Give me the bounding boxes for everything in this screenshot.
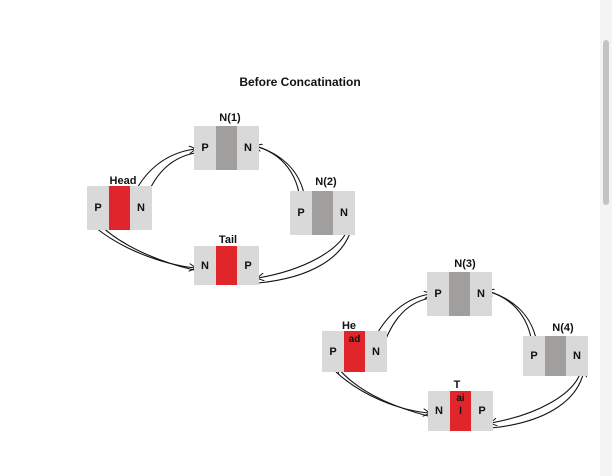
prev-pointer-cell: P <box>471 391 493 431</box>
next-pointer-cell: N <box>237 126 259 170</box>
scrollbar-thumb[interactable] <box>603 40 609 205</box>
node-data-cell: ai l <box>450 391 471 431</box>
tail2-label-mid-1: ai <box>456 393 465 404</box>
node-n1: P N <box>194 126 259 170</box>
next-pointer-cell: N <box>130 186 152 230</box>
arrow-tail2-to-head2 <box>338 368 429 417</box>
tail2-label-top: T <box>453 379 461 391</box>
node-data-cell <box>449 272 470 316</box>
node-data-cell: ad <box>344 331 365 372</box>
node-n1-label: N(1) <box>219 112 241 124</box>
tail-label: Tail <box>218 234 238 246</box>
node-data-cell <box>545 336 566 376</box>
head2-label-bottom: ad <box>348 334 361 345</box>
node-n4-label: N(4) <box>552 322 574 334</box>
arrow-head-to-tail <box>94 226 195 268</box>
next-pointer-cell: N <box>470 272 492 316</box>
node-data-cell <box>312 191 333 235</box>
prev-pointer-cell: P <box>87 186 109 230</box>
next-pointer-cell: N <box>365 331 387 372</box>
next-pointer-cell: N <box>194 246 216 285</box>
vertical-scrollbar[interactable] <box>600 0 612 476</box>
node-n3: P N <box>427 272 492 316</box>
node-head: P N <box>87 186 152 230</box>
node-n2-label: N(2) <box>315 176 337 188</box>
diagram-title: Before Concatination <box>239 75 361 89</box>
node-tail2: N ai l P <box>428 391 493 431</box>
prev-pointer-cell: P <box>237 246 259 285</box>
arrow-tail-to-n2 <box>257 226 352 284</box>
node-data-cell <box>216 246 237 285</box>
node-data-cell <box>109 186 130 230</box>
next-pointer-cell: N <box>333 191 355 235</box>
arrow-head2-to-tail2 <box>335 371 429 413</box>
node-n2: P N <box>290 191 355 235</box>
prev-pointer-cell: P <box>290 191 312 235</box>
node-data-cell <box>216 126 237 170</box>
node-n4: P N <box>523 336 588 376</box>
node-tail: N P <box>194 246 259 285</box>
next-pointer-cell: N <box>566 336 588 376</box>
head-label: Head <box>109 175 137 187</box>
next-pointer-cell: N <box>428 391 450 431</box>
node-n3-label: N(3) <box>454 258 476 270</box>
prev-pointer-cell: P <box>194 126 216 170</box>
node-head2: P ad N <box>322 331 387 372</box>
prev-pointer-cell: P <box>427 272 449 316</box>
arrow-tail2-to-n4 <box>490 371 584 429</box>
prev-pointer-cell: P <box>523 336 545 376</box>
tail2-label-mid-2: l <box>459 406 462 417</box>
prev-pointer-cell: P <box>322 331 344 372</box>
arrow-n4-to-tail2 <box>491 370 582 423</box>
head2-label-top: He <box>341 320 357 332</box>
